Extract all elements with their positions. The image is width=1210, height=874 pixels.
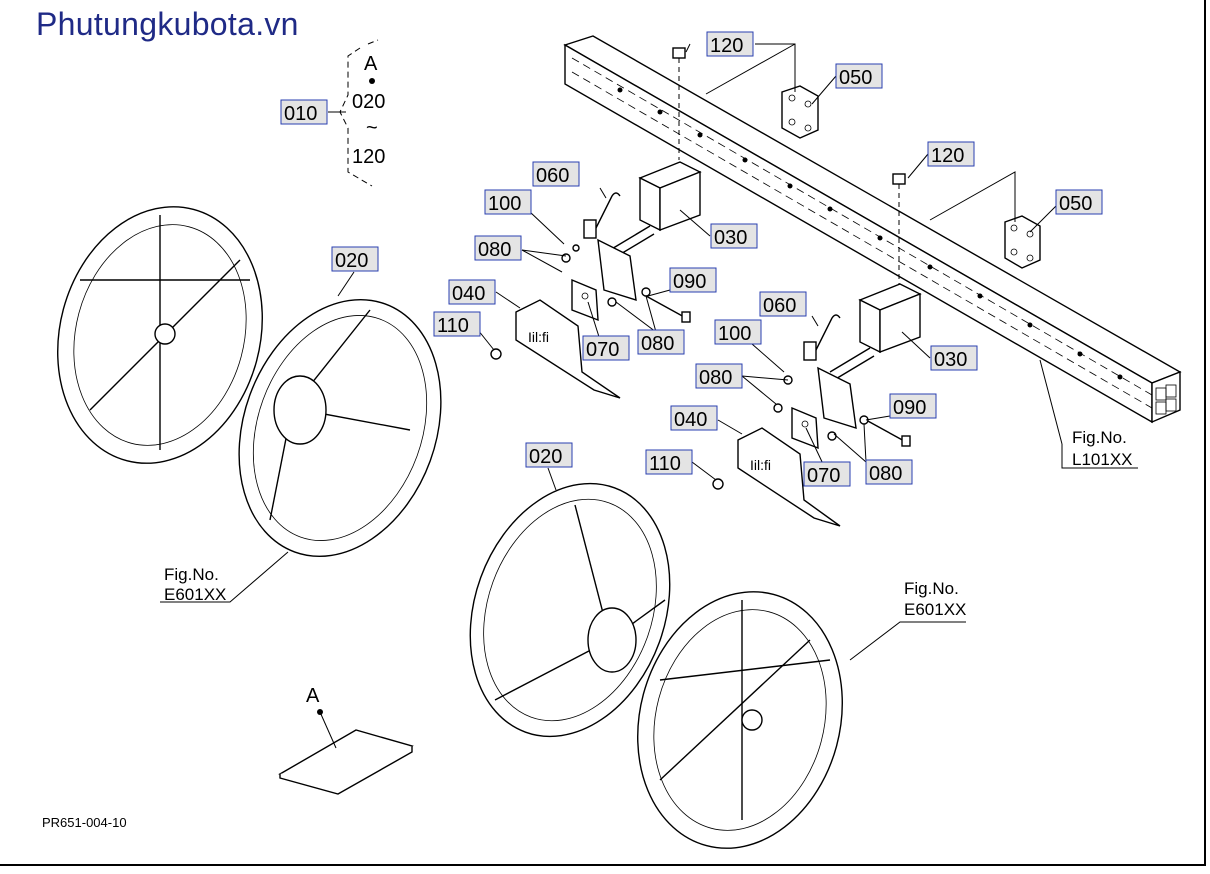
- cage-wheel-right-front: [469, 482, 671, 738]
- svg-text:Fig.No.: Fig.No.: [904, 579, 959, 598]
- pin-060-upper: [583, 192, 621, 239]
- svg-text:060: 060: [536, 165, 569, 187]
- svg-text:070: 070: [807, 465, 840, 487]
- svg-text:E601XX: E601XX: [164, 585, 226, 604]
- callout-050-lower: 050: [1055, 189, 1103, 215]
- svg-text:030: 030: [934, 349, 967, 371]
- callout-090-upper: 090: [669, 267, 717, 293]
- svg-text:010: 010: [284, 103, 317, 125]
- kit-bracket-tilde: ~: [366, 117, 378, 139]
- svg-text:090: 090: [893, 397, 926, 419]
- svg-text:Fig.No.: Fig.No.: [1072, 428, 1127, 447]
- svg-text:110: 110: [649, 453, 681, 475]
- kit-bracket: A 020 ~ 120: [328, 39, 385, 187]
- callout-090-lower: 090: [889, 393, 937, 419]
- mount-070-lower: [791, 366, 857, 450]
- svg-text:Iil:fi: Iil:fi: [528, 329, 549, 345]
- callout-060-upper: 060: [532, 161, 580, 187]
- svg-text:080: 080: [869, 463, 902, 485]
- callout-010: 010: [280, 99, 328, 125]
- plate-050-upper: [781, 85, 819, 139]
- svg-text:050: 050: [839, 67, 872, 89]
- hinge-block-030-lower: [829, 283, 922, 381]
- kit-bracket-top: A: [364, 53, 378, 75]
- guard-040-lower: Iil:fi: [737, 427, 841, 527]
- cage-wheel-right-rear: [637, 591, 843, 849]
- callout-100-lower: 100: [714, 319, 762, 345]
- pin-060-lower: [803, 314, 841, 361]
- bolt-090-upper: [645, 295, 691, 323]
- callout-080-a: 080: [474, 235, 522, 261]
- fig-ref-left: Fig.No. E601XX: [164, 565, 226, 604]
- cage-wheel-left-rear: [57, 206, 263, 464]
- svg-text:050: 050: [1059, 193, 1092, 215]
- svg-text:090: 090: [673, 271, 706, 293]
- callout-110-lower: 110: [645, 449, 693, 475]
- svg-text:080: 080: [478, 239, 511, 261]
- svg-text:020: 020: [335, 250, 368, 272]
- callout-060-lower: 060: [759, 291, 807, 317]
- callout-020-lower: 020: [525, 442, 573, 468]
- callout-110-upper: 110: [433, 311, 481, 337]
- callout-080-b: 080: [637, 329, 685, 355]
- callout-040-lower: 040: [670, 405, 718, 431]
- kit-dot: [369, 78, 375, 84]
- svg-text:100: 100: [488, 193, 521, 215]
- callout-050-upper: 050: [835, 63, 883, 89]
- svg-text:060: 060: [763, 295, 796, 317]
- svg-text:Fig.No.: Fig.No.: [164, 565, 219, 584]
- document-id: PR651-004-10: [42, 815, 127, 830]
- callout-070-lower: 070: [803, 461, 851, 487]
- svg-text:080: 080: [699, 367, 732, 389]
- svg-text:120: 120: [710, 35, 743, 57]
- svg-text:080: 080: [641, 333, 674, 355]
- bolt-090-lower: [865, 419, 911, 447]
- svg-text:030: 030: [714, 227, 747, 249]
- kit-bracket-end: 120: [352, 146, 385, 168]
- leader-lines: [160, 43, 1138, 661]
- callout-100-upper: 100: [484, 189, 532, 215]
- plate-050-lower: [1004, 215, 1041, 269]
- callout-120-lower: 120: [927, 141, 975, 167]
- callout-070-upper: 070: [582, 335, 630, 361]
- bolt-120-lower: [892, 173, 906, 285]
- cage-wheel-left-front: [238, 298, 442, 558]
- svg-text:120: 120: [931, 145, 964, 167]
- svg-text:040: 040: [452, 283, 485, 305]
- fig-ref-frame: Fig.No. L101XX: [1072, 428, 1133, 469]
- svg-text:020: 020: [529, 446, 562, 468]
- svg-text:L101XX: L101XX: [1072, 450, 1133, 469]
- kit-sheet-label: A: [306, 685, 320, 707]
- svg-text:070: 070: [586, 339, 619, 361]
- mount-070-upper: [571, 238, 637, 322]
- svg-text:E601XX: E601XX: [904, 600, 966, 619]
- callout-080-c: 080: [695, 363, 743, 389]
- brand-watermark: Phutungkubota.vn: [36, 6, 299, 42]
- callout-020-upper: 020: [331, 246, 379, 272]
- svg-text:100: 100: [718, 323, 751, 345]
- kit-sheet: A: [278, 685, 414, 795]
- kit-bracket-start: 020: [352, 91, 385, 113]
- svg-text:110: 110: [437, 315, 469, 337]
- guard-040-upper: Iil:fi: [515, 299, 621, 399]
- bolt-120-upper: [672, 47, 686, 160]
- callout-120-upper: 120: [706, 31, 754, 57]
- main-frame-beam: [563, 35, 1182, 424]
- hinge-block-030-upper: [609, 161, 702, 259]
- fig-ref-right: Fig.No. E601XX: [904, 579, 966, 619]
- svg-text:Iil:fi: Iil:fi: [750, 457, 771, 473]
- svg-text:040: 040: [674, 409, 707, 431]
- callout-030-lower: 030: [930, 345, 978, 371]
- callout-080-d: 080: [865, 459, 913, 485]
- callout-040-upper: 040: [448, 279, 496, 305]
- callout-030-upper: 030: [710, 223, 758, 249]
